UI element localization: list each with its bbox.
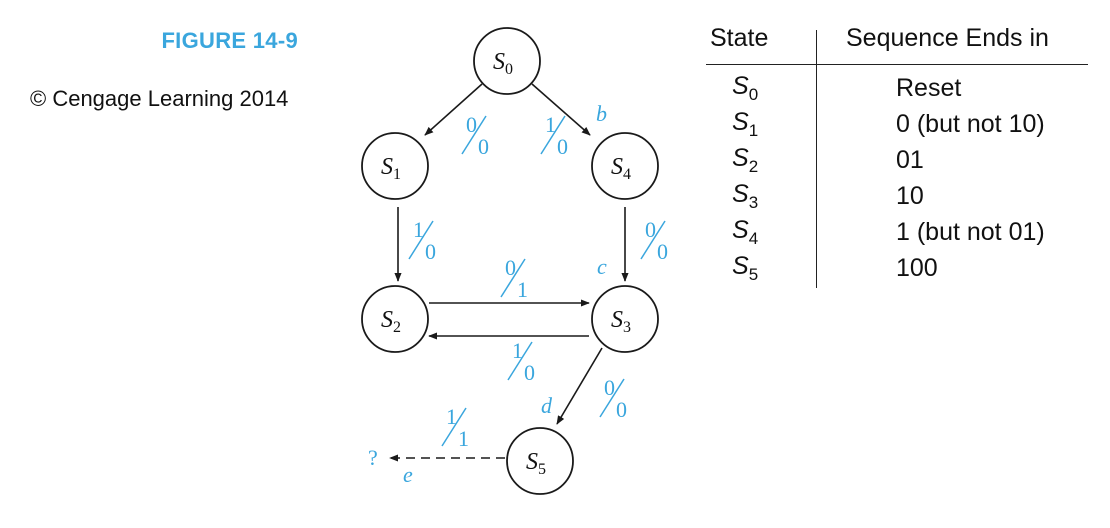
table-row-sequence: 1 (but not 01) bbox=[896, 218, 1045, 246]
annotation-b: b bbox=[596, 101, 607, 126]
table-column-divider bbox=[816, 30, 817, 288]
table-row-sequence: 10 bbox=[896, 182, 924, 210]
table-row-state: S4 bbox=[732, 216, 759, 248]
svg-text:0: 0 bbox=[604, 375, 615, 400]
table-row-sequence: 100 bbox=[896, 254, 938, 282]
table-header-divider bbox=[706, 64, 1088, 65]
annotation-c: c bbox=[597, 254, 607, 279]
svg-text:1: 1 bbox=[512, 338, 523, 363]
svg-text:S2: S2 bbox=[381, 307, 401, 336]
svg-text:1: 1 bbox=[545, 112, 556, 137]
table-row-sequence: Reset bbox=[896, 74, 962, 102]
transition-arrow-s0-s4 bbox=[531, 83, 591, 136]
state-node-s2: S2 bbox=[361, 285, 429, 353]
svg-text:0: 0 bbox=[616, 397, 627, 422]
table-row-state: S5 bbox=[732, 252, 759, 284]
svg-text:S1: S1 bbox=[381, 154, 401, 183]
svg-text:0: 0 bbox=[524, 360, 535, 385]
transition-label-5: 10 bbox=[507, 338, 535, 385]
table-header-state: State bbox=[710, 24, 769, 52]
svg-text:S5: S5 bbox=[526, 449, 546, 478]
svg-text:1: 1 bbox=[458, 426, 469, 451]
transition-label-4: 01 bbox=[500, 255, 528, 302]
table-row-state: S1 bbox=[732, 108, 759, 140]
table-row-state: S3 bbox=[732, 180, 759, 212]
svg-text:S3: S3 bbox=[611, 307, 631, 336]
transition-label-0: 00 bbox=[461, 112, 489, 159]
table-row-sequence: 01 bbox=[896, 146, 924, 174]
svg-text:0: 0 bbox=[657, 239, 668, 264]
transition-label-6: 00 bbox=[599, 375, 627, 422]
table-row-state: S0 bbox=[732, 72, 759, 104]
unknown-state-marker: ? bbox=[368, 445, 378, 470]
state-node-s5: S5 bbox=[506, 427, 574, 495]
state-node-s3: S3 bbox=[591, 285, 659, 353]
svg-text:1: 1 bbox=[517, 277, 528, 302]
annotation-e: e bbox=[403, 462, 413, 487]
transition-label-3: 00 bbox=[640, 217, 668, 264]
state-node-s1: S1 bbox=[361, 132, 429, 200]
transition-arrow-s3-s5 bbox=[556, 347, 603, 425]
copyright-notice: © Cengage Learning 2014 bbox=[30, 86, 289, 111]
transition-label-7: 11 bbox=[441, 404, 469, 451]
svg-text:S0: S0 bbox=[493, 49, 513, 78]
svg-text:1: 1 bbox=[446, 404, 457, 429]
svg-text:S4: S4 bbox=[611, 154, 631, 183]
svg-text:0: 0 bbox=[645, 217, 656, 242]
svg-text:0: 0 bbox=[505, 255, 516, 280]
state-node-s0: S0 bbox=[473, 27, 541, 95]
annotation-d: d bbox=[541, 393, 553, 418]
svg-text:1: 1 bbox=[413, 217, 424, 242]
state-node-s4: S4 bbox=[591, 132, 659, 200]
svg-text:0: 0 bbox=[478, 134, 489, 159]
transition-label-2: 10 bbox=[408, 217, 436, 264]
table-row-sequence: 0 (but not 10) bbox=[896, 110, 1045, 138]
figure-label: FIGURE 14-9 bbox=[161, 28, 298, 53]
svg-text:0: 0 bbox=[466, 112, 477, 137]
transition-arrow-s0-s1 bbox=[424, 83, 483, 136]
svg-text:0: 0 bbox=[557, 134, 568, 159]
transition-label-1: 10 bbox=[540, 112, 568, 159]
svg-text:0: 0 bbox=[425, 239, 436, 264]
table-header-sequence: Sequence Ends in bbox=[846, 24, 1049, 52]
table-row-state: S2 bbox=[732, 144, 759, 176]
